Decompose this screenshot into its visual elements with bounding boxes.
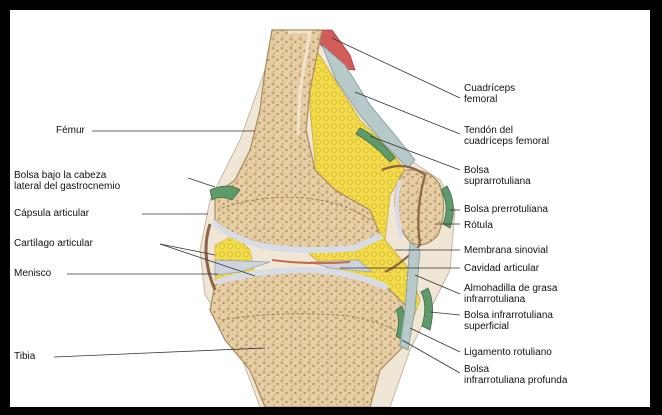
label-patella: Rótula: [464, 220, 493, 231]
label-fat-pad-2: infrarrotuliana: [464, 294, 525, 305]
label-femur: Fémur: [56, 125, 85, 136]
label-fat-pad-1: Almohadilla de grasa: [464, 283, 557, 294]
label-quadriceps-1: Cuadríceps: [464, 83, 515, 94]
label-bursa-gastrocnemius-2: lateral del gastrocnemio: [14, 181, 120, 192]
label-deep-infra-1: Bolsa: [464, 364, 489, 375]
label-quad-tendon-1: Tendón del: [464, 125, 513, 136]
label-quad-tendon-2: cuadríceps femoral: [464, 136, 549, 147]
label-tibia: Tibia: [14, 351, 35, 362]
label-joint-capsule: Cápsula articular: [14, 208, 89, 219]
label-suprapatellar-2: suprarrotuliana: [464, 176, 531, 187]
label-superficial-infra-2: superficial: [464, 321, 509, 332]
label-superficial-infra-1: Bolsa infrarrotuliana: [464, 310, 553, 321]
label-synovial: Membrana sinovial: [464, 245, 548, 256]
knee-diagram: Fémur Bolsa bajo la cabeza lateral del g…: [10, 10, 650, 407]
label-suprapatellar-1: Bolsa: [464, 165, 489, 176]
label-articular-cartilage: Cartílago articular: [14, 238, 93, 249]
label-deep-infra-2: infrarrotuliana profunda: [464, 375, 567, 386]
label-joint-cavity: Cavidad articular: [464, 263, 539, 274]
label-meniscus: Menisco: [14, 268, 51, 279]
label-patellar-ligament: Ligamento rotuliano: [464, 347, 552, 358]
knee-illustration: [10, 10, 650, 407]
label-quadriceps-2: femoral: [464, 94, 497, 105]
label-prepatellar: Bolsa prerrotuliana: [464, 204, 548, 215]
label-bursa-gastrocnemius-1: Bolsa bajo la cabeza: [14, 170, 106, 181]
